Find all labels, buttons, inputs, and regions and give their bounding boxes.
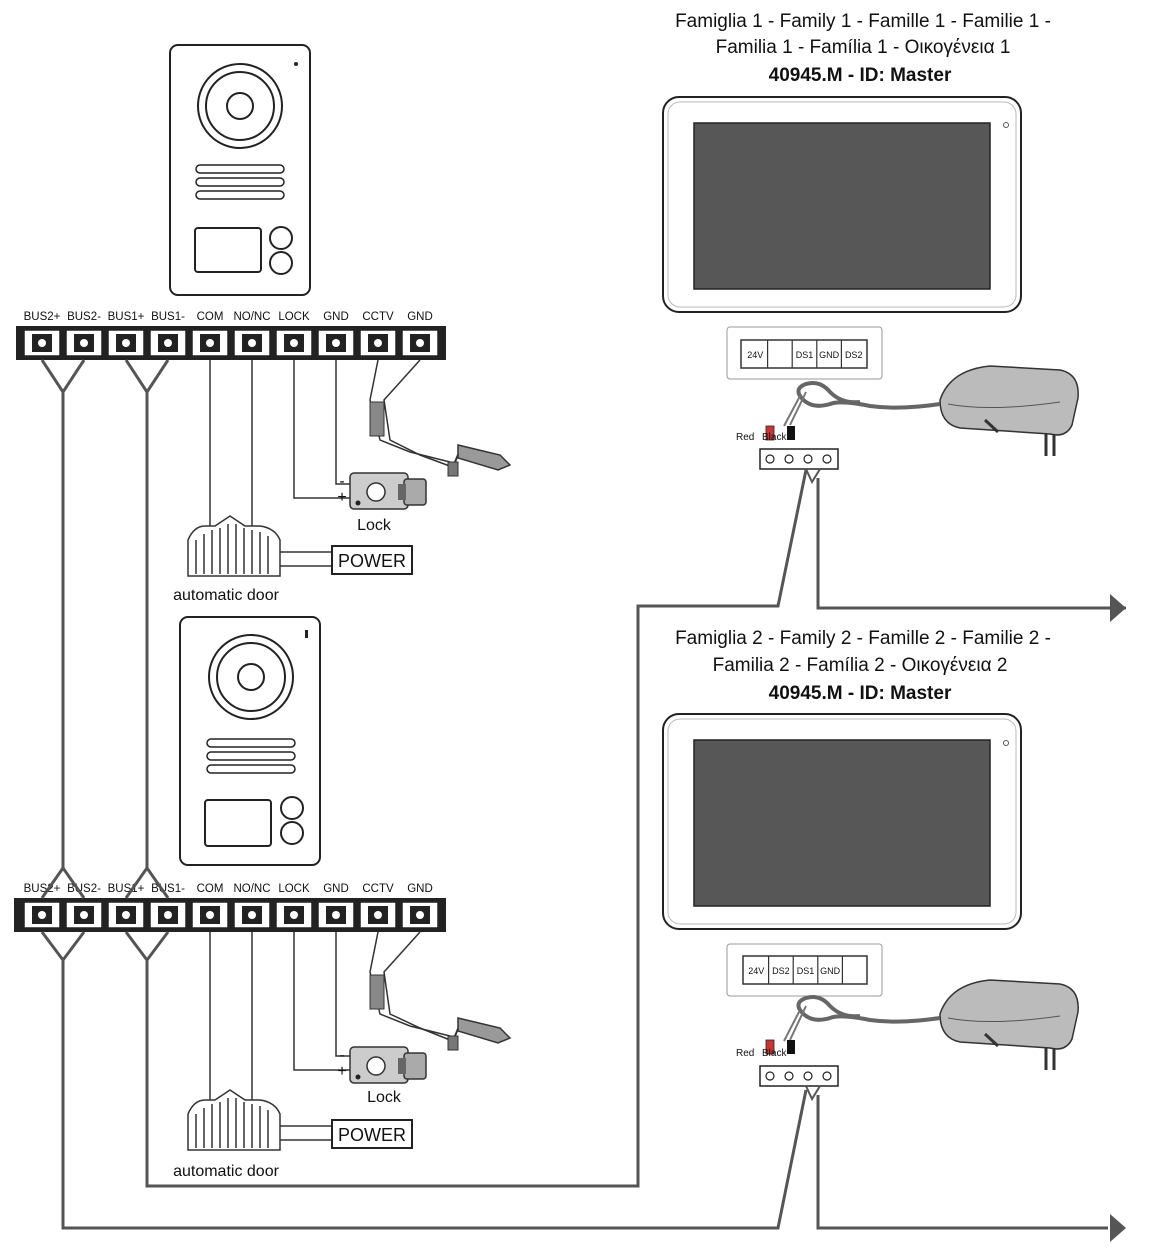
monitor-1 xyxy=(662,96,1022,313)
cctv-camera-2-icon xyxy=(447,1017,512,1051)
terminal-label-2-1: BUS2- xyxy=(67,883,101,895)
monitor-1-terminal-label-3: GND xyxy=(819,350,840,360)
terminal-1-bus1--3 xyxy=(149,329,187,357)
terminal-1-com-4 xyxy=(191,329,229,357)
terminal-label-2-3: BUS1- xyxy=(151,883,185,895)
terminal-label-1-5: NO/NC xyxy=(233,311,270,323)
terminal-label-2-2: BUS1+ xyxy=(108,883,145,895)
power-adapter-2-icon xyxy=(765,979,1079,1070)
lock-1-plus: + xyxy=(337,489,346,506)
terminal-2-lock-6 xyxy=(275,901,313,929)
lock-2-minus: - xyxy=(339,1047,344,1064)
family2-title-line1: Famiglia 2 - Family 2 - Famille 2 - Fami… xyxy=(675,628,1051,649)
terminal-labels-strip-1: BUS2+ BUS2- BUS1+ BUS1- COM NO/NC LOCK GND CCTV G… xyxy=(24,311,433,323)
terminal-label-2-5: NO/NC xyxy=(233,883,270,895)
red-wire-label-2: Red xyxy=(736,1048,754,1059)
family1-model: 40945.M - ID: Master xyxy=(769,65,952,86)
outdoor-station-1 xyxy=(169,44,311,296)
terminal-label-1-1: BUS2- xyxy=(67,311,101,323)
terminal-label-1-7: GND xyxy=(323,311,349,323)
terminal-2-gnd-7 xyxy=(317,901,355,929)
lock-2 xyxy=(349,1046,427,1084)
terminal-label-1-0: BUS2+ xyxy=(24,311,61,323)
red-wire-label-1: Red xyxy=(736,432,754,443)
terminal-label-1-2: BUS1+ xyxy=(108,311,145,323)
automatic-door-1-icon xyxy=(187,515,413,577)
terminal-strip-2 xyxy=(14,898,446,932)
lock-2-label: Lock xyxy=(367,1089,402,1106)
monitor-2-terminal-label-1: DS2 xyxy=(772,966,790,976)
terminal-2-com-4 xyxy=(191,901,229,929)
terminal-1-bus1--2 xyxy=(107,329,145,357)
monitor-1-connector xyxy=(759,448,1126,622)
terminal-1-lock-6 xyxy=(275,329,313,357)
terminal-1-cctv-8 xyxy=(359,329,397,357)
terminal-2-bus2--0 xyxy=(23,901,61,929)
terminal-1-gnd-7 xyxy=(317,329,355,357)
monitor-1-terminal-block: 24V DS1 GND DS2 xyxy=(726,326,883,380)
black-wire-label-1: Black xyxy=(762,432,787,443)
family2-title-line2: Familia 2 - Família 2 - Οικογένεια 2 xyxy=(713,655,1008,676)
monitor-1-terminal-label-4: DS2 xyxy=(845,350,863,360)
terminal-2-no-nc-5 xyxy=(233,901,271,929)
monitor-1-terminal-label-0: 24V xyxy=(747,350,763,360)
terminal-2-bus1--2 xyxy=(107,901,145,929)
automatic-door-2-icon xyxy=(187,1089,413,1151)
monitor-1-terminal-label-2: DS1 xyxy=(796,350,814,360)
lock-1 xyxy=(349,472,427,510)
automatic-door-label-2: automatic door xyxy=(173,1163,280,1180)
power-adapter-1-icon xyxy=(765,365,1079,456)
cctv-camera-1-icon xyxy=(447,444,512,477)
power-label-2: POWER xyxy=(338,1125,406,1145)
terminal-label-2-6: LOCK xyxy=(278,883,310,895)
monitor-2-terminal-label-0: 24V xyxy=(748,966,764,976)
terminal-1-no-nc-5 xyxy=(233,329,271,357)
bus-wiring xyxy=(40,359,808,1230)
lock-1-label: Lock xyxy=(357,517,392,534)
terminal-strip-1 xyxy=(16,326,446,360)
terminal-label-1-9: GND xyxy=(407,311,433,323)
terminal-label-2-8: CCTV xyxy=(362,883,394,895)
automatic-door-label-1: automatic door xyxy=(173,587,280,604)
terminal-labels-strip-2: BUS2+ BUS2- BUS1+ BUS1- COM NO/NC LOCK GND CCTV G… xyxy=(24,883,433,895)
power-label-1: POWER xyxy=(338,551,406,571)
outdoor-station-2 xyxy=(179,616,321,866)
monitor-2-connector xyxy=(759,1065,1126,1242)
terminal-2-bus1--3 xyxy=(149,901,187,929)
terminal-label-1-6: LOCK xyxy=(278,311,310,323)
black-wire-label-2: Black xyxy=(762,1048,787,1059)
door-wiring-1 xyxy=(209,359,456,526)
terminal-label-1-3: BUS1- xyxy=(151,311,185,323)
terminal-label-1-8: CCTV xyxy=(362,311,394,323)
terminal-label-2-7: GND xyxy=(323,883,349,895)
monitor-2 xyxy=(662,713,1022,930)
monitor-2-terminal-label-2: DS1 xyxy=(797,966,815,976)
terminal-label-2-0: BUS2+ xyxy=(24,883,61,895)
door-wiring-2 xyxy=(209,931,456,1100)
lock-2-plus: + xyxy=(337,1063,346,1080)
terminal-2-cctv-8 xyxy=(359,901,397,929)
monitor-2-terminal-block: 24V DS2 DS1 GND xyxy=(726,943,883,997)
family1-title-line2: Familia 1 - Família 1 - Οικογένεια 1 xyxy=(716,37,1011,58)
terminal-label-1-4: COM xyxy=(197,311,224,323)
terminal-label-2-4: COM xyxy=(197,883,224,895)
terminal-2-gnd-9 xyxy=(401,901,439,929)
lock-1-minus: - xyxy=(339,473,344,490)
terminal-2-bus2--1 xyxy=(65,901,103,929)
terminal-1-bus2--0 xyxy=(23,329,61,357)
family2-model: 40945.M - ID: Master xyxy=(769,683,952,704)
monitor-2-terminal-label-3: GND xyxy=(820,966,841,976)
terminal-label-2-9: GND xyxy=(407,883,433,895)
terminal-1-bus2--1 xyxy=(65,329,103,357)
terminal-1-gnd-9 xyxy=(401,329,439,357)
family1-title-line1: Famiglia 1 - Family 1 - Famille 1 - Fami… xyxy=(675,11,1051,32)
